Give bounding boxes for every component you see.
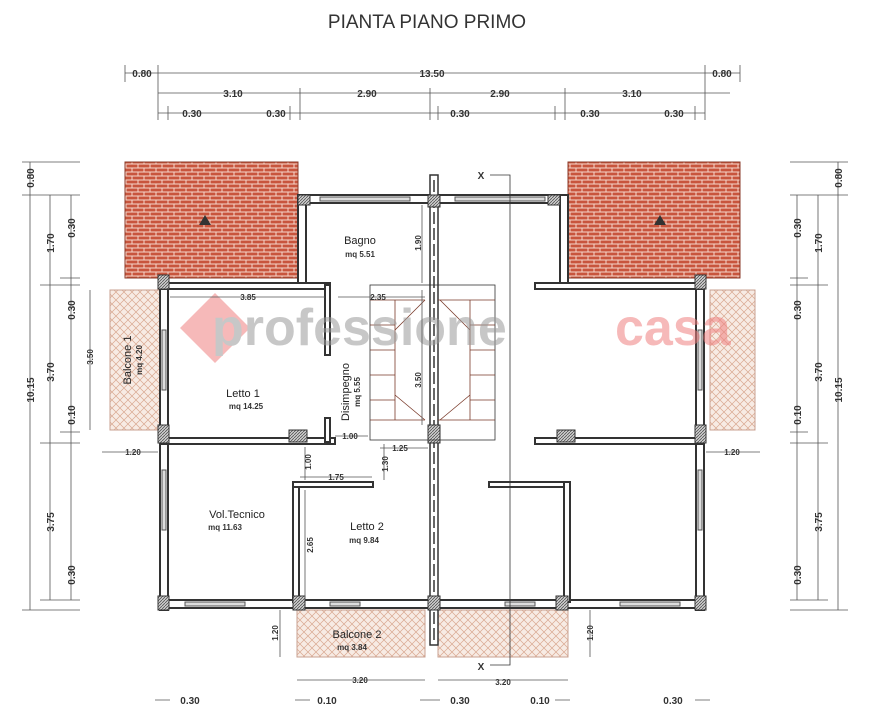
inner-dimensions: 3.85 2.35 1.90 3.50 1.00 1.25 1.30 1.00 … bbox=[86, 205, 760, 687]
dim-letto2-wall: 2.65 bbox=[306, 537, 315, 553]
dim-top-0-30: 0.30 bbox=[450, 109, 470, 120]
balcone-2 bbox=[296, 609, 426, 658]
dim-top-total: 13.50 bbox=[419, 69, 444, 80]
room-letto2-name: Letto 2 bbox=[350, 521, 384, 533]
room-letto2-area: mq 9.84 bbox=[349, 536, 379, 545]
dim-balcone-br-width: 3.20 bbox=[495, 678, 511, 687]
dim-top-0-30: 0.30 bbox=[266, 109, 286, 120]
dim-stair-depth: 3.50 bbox=[414, 372, 423, 388]
dim-balcone1-depth: 1.20 bbox=[125, 448, 141, 457]
dim-left-0-30: 0.30 bbox=[67, 565, 78, 585]
dim-top-0-80-right: 0.80 bbox=[712, 69, 732, 80]
roof-left bbox=[124, 161, 299, 279]
dim-letto2-niche: 1.75 bbox=[328, 473, 344, 482]
section-line: X X bbox=[478, 171, 511, 673]
balcone-1 bbox=[109, 289, 161, 431]
room-letto1-name: Letto 1 bbox=[226, 388, 260, 400]
dim-left-0-30: 0.30 bbox=[67, 218, 78, 238]
dim-top-2-90-right: 2.90 bbox=[490, 89, 510, 100]
page-title: PIANTA PIANO PRIMO bbox=[328, 12, 526, 33]
dim-landing: 1.25 bbox=[392, 444, 408, 453]
dim-balcone2-width: 3.20 bbox=[352, 676, 368, 685]
dim-left-0-10: 0.10 bbox=[67, 405, 78, 425]
room-bagno-area: mq 5.51 bbox=[345, 250, 375, 259]
dim-right-0-30: 0.30 bbox=[793, 300, 804, 320]
balcone1-area: mq 4.20 bbox=[135, 345, 144, 375]
dim-bagno-depth: 1.90 bbox=[414, 235, 423, 251]
roof-right bbox=[567, 161, 741, 279]
dim-bottom-0-10: 0.10 bbox=[530, 696, 550, 707]
room-disimpegno-area: mq 5.55 bbox=[353, 377, 362, 407]
dim-top-2-90-left: 2.90 bbox=[357, 89, 377, 100]
dim-top-0-30: 0.30 bbox=[182, 109, 202, 120]
watermark: professione casa bbox=[180, 293, 732, 363]
dim-left-3-70: 3.70 bbox=[46, 362, 57, 382]
dim-right-3-75: 3.75 bbox=[814, 512, 825, 532]
dim-right-0-30: 0.30 bbox=[793, 218, 804, 238]
right-dimensions: 0.80 0.30 1.70 0.30 3.70 0.10 10.15 3.75… bbox=[790, 161, 848, 611]
dim-stair-width: 2.35 bbox=[370, 293, 386, 302]
dim-left-1-70: 1.70 bbox=[46, 233, 57, 253]
watermark-logo-icon bbox=[180, 293, 250, 363]
dim-left-0-80: 0.80 bbox=[26, 168, 37, 188]
dim-right-total: 10.15 bbox=[834, 377, 845, 402]
watermark-text: professione bbox=[212, 299, 507, 357]
dim-wall-offset: 1.00 bbox=[304, 454, 313, 470]
dim-right-0-10: 0.10 bbox=[793, 405, 804, 425]
room-disimpegno-name: Disimpegno bbox=[340, 363, 352, 421]
dim-landing-depth: 1.30 bbox=[381, 456, 390, 472]
room-bagno-name: Bagno bbox=[344, 235, 376, 247]
dim-door-left: 1.00 bbox=[342, 432, 358, 441]
dim-top-0-30: 0.30 bbox=[580, 109, 600, 120]
staircase bbox=[369, 284, 496, 441]
dim-letto1-width: 3.85 bbox=[240, 293, 256, 302]
top-dimensions: 0.80 13.50 0.80 3.10 2.90 2.90 3.10 0.30… bbox=[124, 65, 741, 120]
dim-bottom-0-30: 0.30 bbox=[450, 696, 470, 707]
section-marker-top: X bbox=[478, 171, 485, 182]
balcone2-name: Balcone 2 bbox=[333, 629, 382, 641]
dim-bottom-0-30: 0.30 bbox=[180, 696, 200, 707]
dim-right-1-70: 1.70 bbox=[814, 233, 825, 253]
bottom-dimensions: 0.30 0.10 0.30 0.10 0.30 bbox=[155, 696, 710, 707]
dim-top-3-10-right: 3.10 bbox=[622, 89, 642, 100]
section-marker-bottom: X bbox=[478, 662, 485, 673]
dim-bottom-0-10: 0.10 bbox=[317, 696, 337, 707]
dim-balcone1-length: 3.50 bbox=[86, 349, 95, 365]
room-vol-tecnico-name: Vol.Tecnico bbox=[209, 509, 265, 521]
dim-balcone2-depth: 1.20 bbox=[271, 625, 280, 641]
walls bbox=[157, 174, 707, 646]
dim-bottom-0-30: 0.30 bbox=[663, 696, 683, 707]
dim-left-total: 10.15 bbox=[26, 377, 37, 402]
balcone-right bbox=[709, 289, 756, 431]
roof-slope-icon bbox=[199, 215, 211, 225]
dim-right-0-30: 0.30 bbox=[793, 565, 804, 585]
dim-left-0-30: 0.30 bbox=[67, 300, 78, 320]
dim-right-3-70: 3.70 bbox=[814, 362, 825, 382]
roof-slope-icon bbox=[654, 215, 666, 225]
dim-balcone-br-depth: 1.20 bbox=[586, 625, 595, 641]
watermark-text-accent: casa bbox=[615, 299, 732, 357]
room-letto1-area: mq 14.25 bbox=[229, 402, 264, 411]
room-vol-tecnico-area: mq 11.63 bbox=[208, 523, 242, 532]
dim-left-3-75: 3.75 bbox=[46, 512, 57, 532]
dim-top-3-10-left: 3.10 bbox=[223, 89, 243, 100]
balcone1-name: Balcone 1 bbox=[122, 336, 134, 385]
dim-balcone-right-depth: 1.20 bbox=[724, 448, 740, 457]
balcone2-area: mq 3.84 bbox=[337, 643, 367, 652]
left-dimensions: 0.80 1.70 0.30 0.30 3.70 0.10 10.15 3.75… bbox=[22, 161, 80, 611]
dim-right-0-80: 0.80 bbox=[834, 168, 845, 188]
dim-top-0-30: 0.30 bbox=[664, 109, 684, 120]
balcone-bottom-right bbox=[437, 609, 569, 658]
dim-top-0-80-left: 0.80 bbox=[132, 69, 152, 80]
